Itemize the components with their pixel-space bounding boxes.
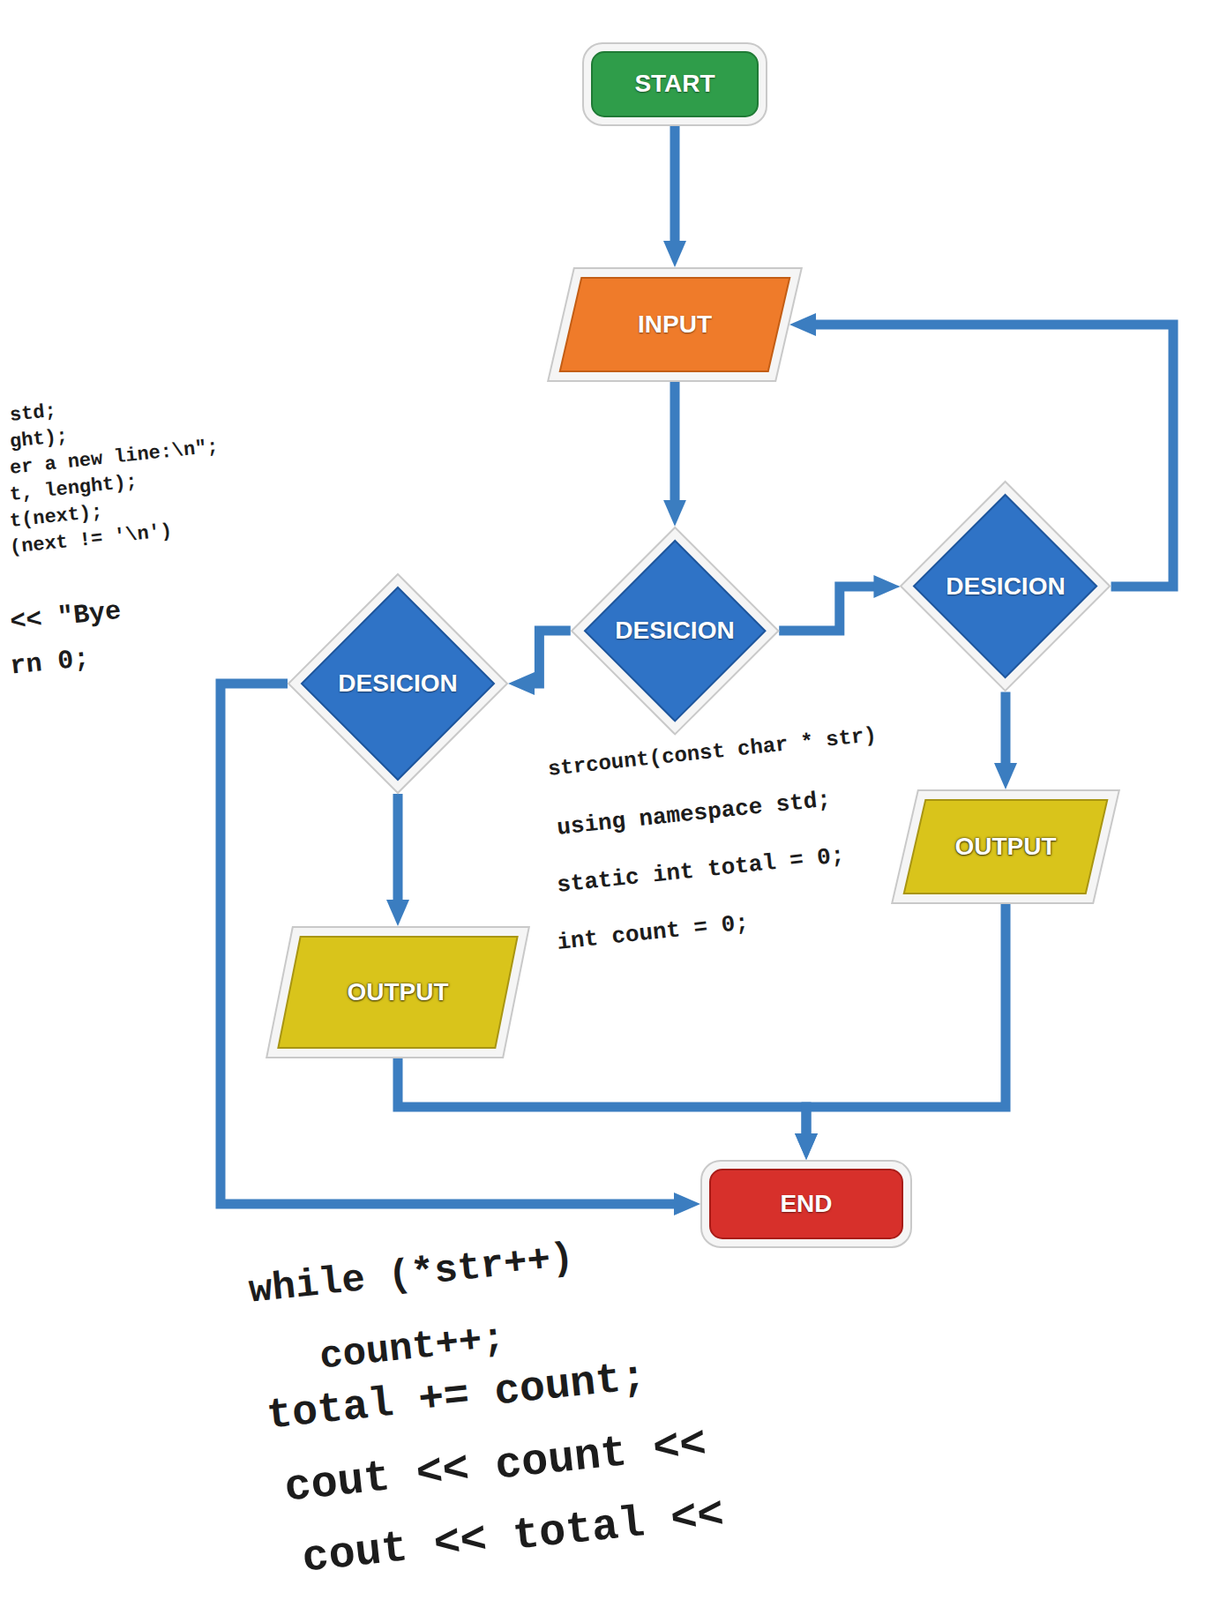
bezel (701, 1160, 912, 1248)
bezel (288, 574, 508, 794)
node-label: END (779, 1189, 832, 1219)
code-line: std; (8, 400, 58, 427)
decision-diamond: DESICION (899, 480, 1111, 692)
bezel (891, 790, 1120, 904)
code-line: rn 0; (8, 644, 91, 682)
text-group: DESICION (337, 669, 457, 698)
decision-diamond: DESICION (570, 526, 779, 735)
flow-arrow (525, 630, 571, 684)
face (301, 587, 494, 780)
code-line: count++; (317, 1316, 508, 1379)
bezel (900, 481, 1110, 691)
flow-arrow (393, 793, 404, 909)
flow-arrow (670, 126, 681, 251)
face (591, 52, 758, 117)
flow-arrow (806, 904, 1006, 1143)
text-group: INPUT (637, 310, 712, 339)
flow-arrow (397, 1058, 807, 1143)
bezel (547, 268, 802, 382)
input-box: INPUT (546, 267, 803, 382)
flow-arrow (670, 381, 681, 509)
face (710, 1169, 903, 1239)
bezel (266, 927, 530, 1058)
end-terminal: END (700, 1159, 913, 1249)
text-group: OUTPUT (954, 832, 1056, 861)
face (913, 494, 1097, 678)
node-label: DESICION (337, 669, 457, 698)
code-line: while (*str++) (246, 1235, 577, 1313)
face (584, 540, 765, 721)
node-label: START (634, 69, 715, 98)
output-box: OUTPUT (890, 789, 1121, 905)
text-group: DESICION (614, 616, 734, 645)
node-label: DESICION (614, 616, 734, 645)
text-group: END (779, 1189, 832, 1219)
decision-diamond: DESICION (287, 573, 509, 794)
bezel (583, 43, 767, 126)
face (277, 936, 517, 1048)
flow-arrow (778, 586, 883, 631)
code-line: ght); (8, 426, 69, 454)
node-label: DESICION (945, 572, 1065, 601)
code-line: << "Bye (8, 597, 123, 638)
start-terminal: START (582, 42, 768, 127)
face (904, 800, 1108, 894)
node-label: INPUT (637, 310, 712, 339)
code-line: int count = 0; (555, 910, 750, 956)
text-group: OUTPUT (346, 978, 449, 1007)
code-line: static int total = 0; (555, 843, 846, 899)
code-line: using namespace std; (555, 786, 832, 841)
output-box: OUTPUT (265, 926, 531, 1059)
face (560, 277, 790, 372)
code-line: strcount(const char * str) (546, 724, 878, 782)
flow-arrow (1000, 692, 1011, 772)
text-group: DESICION (945, 572, 1065, 601)
node-label: OUTPUT (346, 978, 449, 1007)
text-group: START (634, 69, 715, 98)
node-label: OUTPUT (954, 832, 1056, 861)
code-line: t(next); (8, 501, 105, 533)
bezel (571, 527, 779, 734)
